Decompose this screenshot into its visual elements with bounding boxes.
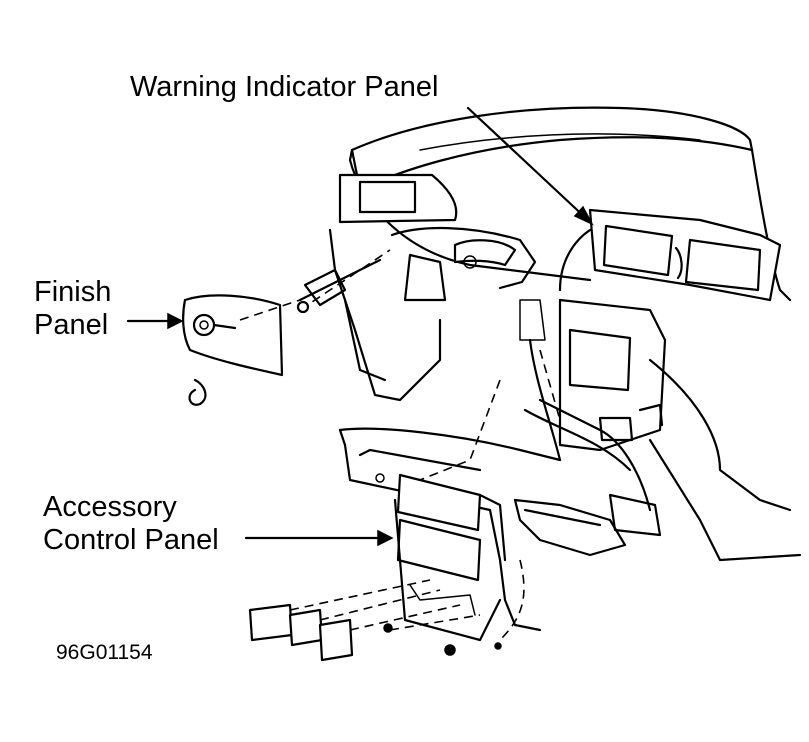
figure-code: 96G01154 (56, 641, 153, 664)
warning-indicator-label: Warning Indicator Panel (130, 71, 439, 103)
accessory-label-line1: Accessory (43, 491, 177, 523)
finish-panel-label-line1: Finish (34, 276, 112, 308)
warning-arrow (466, 106, 594, 226)
accessory-arrow (244, 529, 394, 547)
accessory-label-line2: Control Panel (43, 524, 219, 556)
finish-arrow (126, 312, 184, 330)
finish-panel-label-line2: Panel (34, 309, 109, 341)
